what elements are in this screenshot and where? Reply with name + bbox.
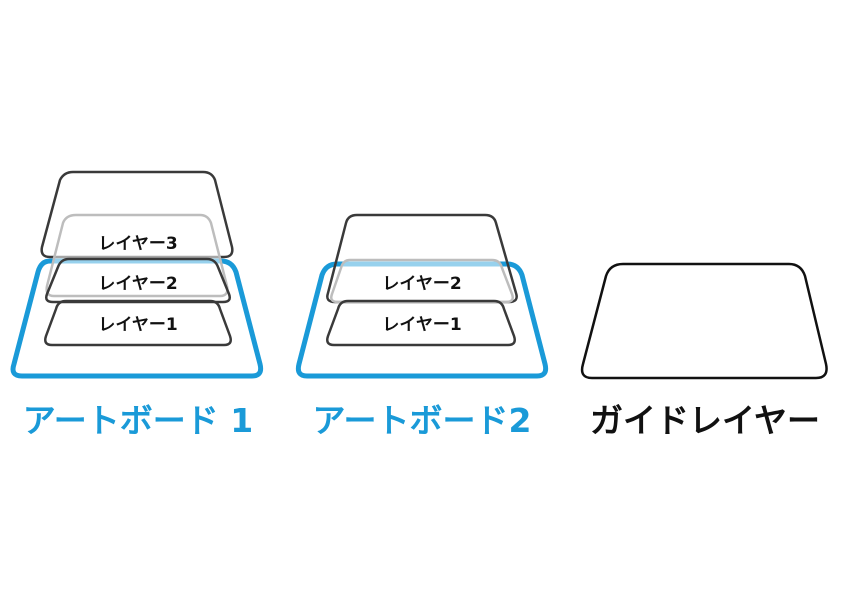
layer-label: レイヤー3: [98, 234, 177, 254]
layer-label: レイヤー2: [98, 274, 177, 294]
layer-plate-top-outline: [40, 170, 234, 259]
layer-2-plate: [330, 258, 514, 304]
artboard-1-group: レイヤー3 レイヤー2 レイヤー1 アートボード 1: [10, 170, 264, 440]
layer-label: レイヤー2: [382, 274, 461, 294]
layer-1-plate: [326, 299, 516, 347]
artboard-2-outline: [295, 261, 549, 379]
layer-label: レイヤー1: [98, 315, 177, 335]
artboard-1-title: アートボード 1: [23, 401, 253, 440]
artboard-2-title: アートボード2: [313, 401, 532, 440]
layer-label: レイヤー1: [382, 315, 461, 335]
guide-layer-group: ガイドレイヤー: [580, 262, 828, 440]
layer-2-plate: [45, 257, 231, 304]
layer-3-plate: [45, 213, 229, 298]
artboard-2-group: レイヤー2 レイヤー1 アートボード2: [295, 213, 549, 440]
layer-1-plate: [44, 299, 232, 347]
guide-layer-plate: [580, 262, 828, 380]
guide-layer-title: ガイドレイヤー: [590, 401, 820, 440]
artboard-1-outline: [10, 258, 264, 379]
